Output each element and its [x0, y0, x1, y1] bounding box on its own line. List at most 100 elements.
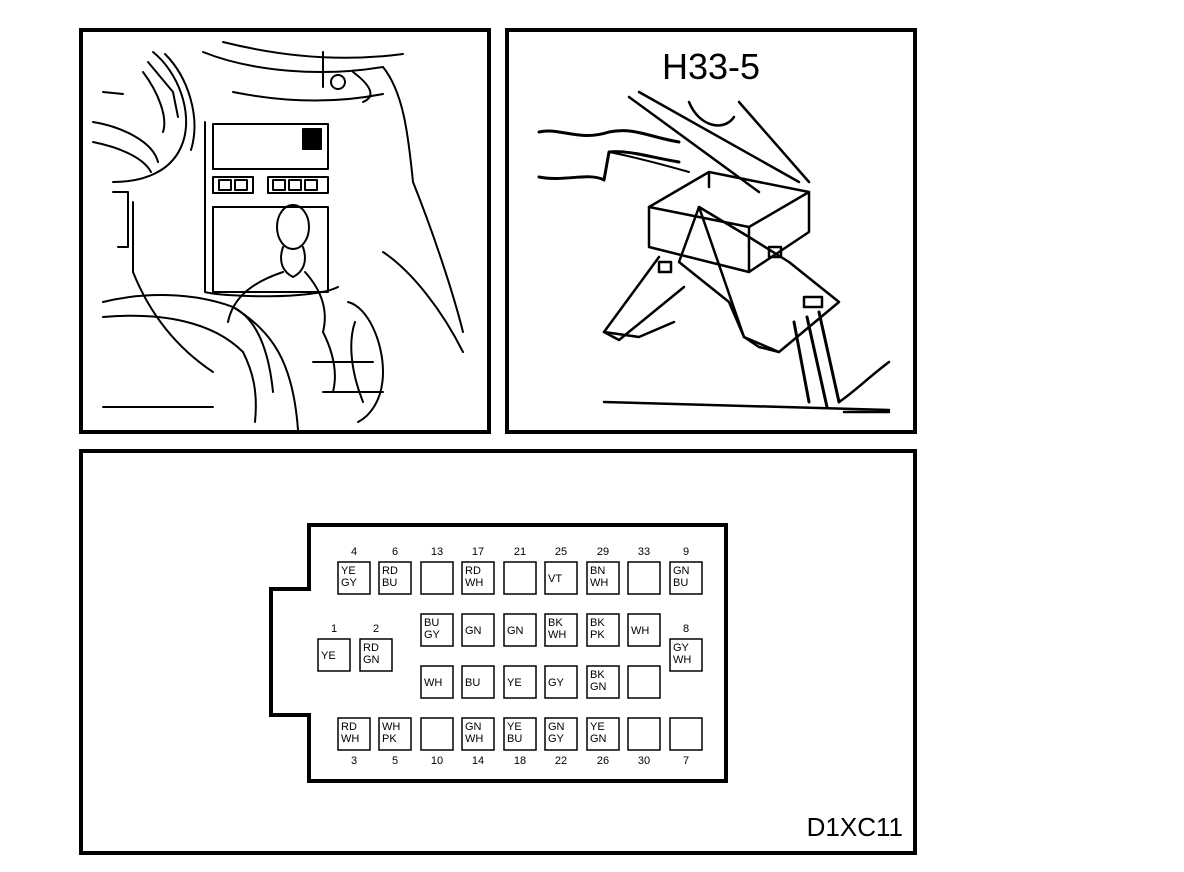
pin-number: 1 [331, 623, 337, 635]
pin-wire-color: GN [673, 565, 690, 577]
pin-number: 7 [683, 755, 689, 767]
pin-wire-color: YE [321, 650, 336, 662]
pin-wire-color: WH [631, 625, 649, 637]
pin-wire-color: BK [590, 669, 605, 681]
pin-box [669, 638, 703, 672]
pin-box [378, 717, 412, 751]
pin-number: 21 [514, 546, 526, 558]
pin-box [317, 638, 351, 672]
pin-cavity: 30 [627, 717, 661, 767]
pin-cavity [627, 665, 661, 699]
pin-number: 26 [597, 755, 609, 767]
diagram-code: D1XC11 [806, 812, 903, 842]
pin-number: 8 [683, 623, 689, 635]
pin-cavity: GN [503, 613, 537, 647]
pin-number: 4 [351, 546, 357, 558]
pin-wire-color: GY [424, 629, 441, 641]
pin-wire-color: WH [341, 733, 359, 745]
pin-wire-color: BN [590, 565, 605, 577]
pin-wire-color: GY [548, 733, 565, 745]
pin-wire-color: PK [382, 733, 397, 745]
pin-box [337, 717, 371, 751]
pin-wire-color: RD [465, 565, 481, 577]
pin-number: 2 [373, 623, 379, 635]
pin-box [461, 613, 495, 647]
pin-cavity: GN [461, 613, 495, 647]
pin-box [503, 613, 537, 647]
pin-box [586, 561, 620, 595]
pin-cavity: 21 [503, 546, 537, 595]
pin-wire-color: GN [590, 681, 607, 693]
pin-box [420, 665, 454, 699]
pin-number: 30 [638, 755, 650, 767]
pin-cavity: WH [627, 613, 661, 647]
pin-box [586, 717, 620, 751]
pin-number: 18 [514, 755, 526, 767]
pin-wire-color: BU [382, 577, 397, 589]
pin-box [359, 638, 393, 672]
pin-wire-color: BK [590, 617, 605, 629]
pin-wire-color: GN [465, 721, 482, 733]
pin-wire-color: YE [507, 721, 522, 733]
pin-wire-color: RD [382, 565, 398, 577]
pin-cavity: WH [420, 665, 454, 699]
pin-number: 5 [392, 755, 398, 767]
pin-box [461, 717, 495, 751]
pin-wire-color: VT [548, 573, 562, 585]
pin-box [420, 613, 454, 647]
pin-wire-color: WH [590, 577, 608, 589]
pin-wire-color: BU [424, 617, 439, 629]
pin-cavity: 7 [669, 717, 703, 767]
pin-wire-color: WH [465, 733, 483, 745]
pin-box [669, 717, 703, 751]
pin-number: 14 [472, 755, 484, 767]
pin-cavity: YE 1 [317, 623, 351, 672]
location-illustration-panel [79, 28, 491, 434]
pin-wire-color: WH [548, 629, 566, 641]
pin-wire-color: GN [507, 625, 524, 637]
pin-wire-color: GY [673, 642, 690, 654]
interior-dashboard-illustration [92, 41, 464, 430]
pin-box [669, 561, 703, 595]
pin-box [337, 561, 371, 595]
pin-cavity: GY [544, 665, 578, 699]
pin-wire-color: YE [590, 721, 605, 733]
connector-plug-illustration [537, 90, 891, 414]
pin-wire-color: BU [465, 677, 480, 689]
pin-number: 10 [431, 755, 443, 767]
pin-box [627, 613, 661, 647]
pin-number: 13 [431, 546, 443, 558]
pin-number: 3 [351, 755, 357, 767]
pin-number: 6 [392, 546, 398, 558]
pin-wire-color: BK [548, 617, 563, 629]
pin-wire-color: GN [465, 625, 482, 637]
pin-wire-color: WH [465, 577, 483, 589]
pin-number: 9 [683, 546, 689, 558]
pin-wire-color: BU [673, 577, 688, 589]
pin-box [461, 561, 495, 595]
connector-illustration-panel: H33-5 [505, 28, 917, 434]
pin-box [544, 665, 578, 699]
pin-box [544, 717, 578, 751]
pin-number: 33 [638, 546, 650, 558]
pin-box [586, 665, 620, 699]
pin-box [544, 613, 578, 647]
pin-box [627, 665, 661, 699]
pin-number: 22 [555, 755, 567, 767]
pin-wire-color: YE [341, 565, 356, 577]
